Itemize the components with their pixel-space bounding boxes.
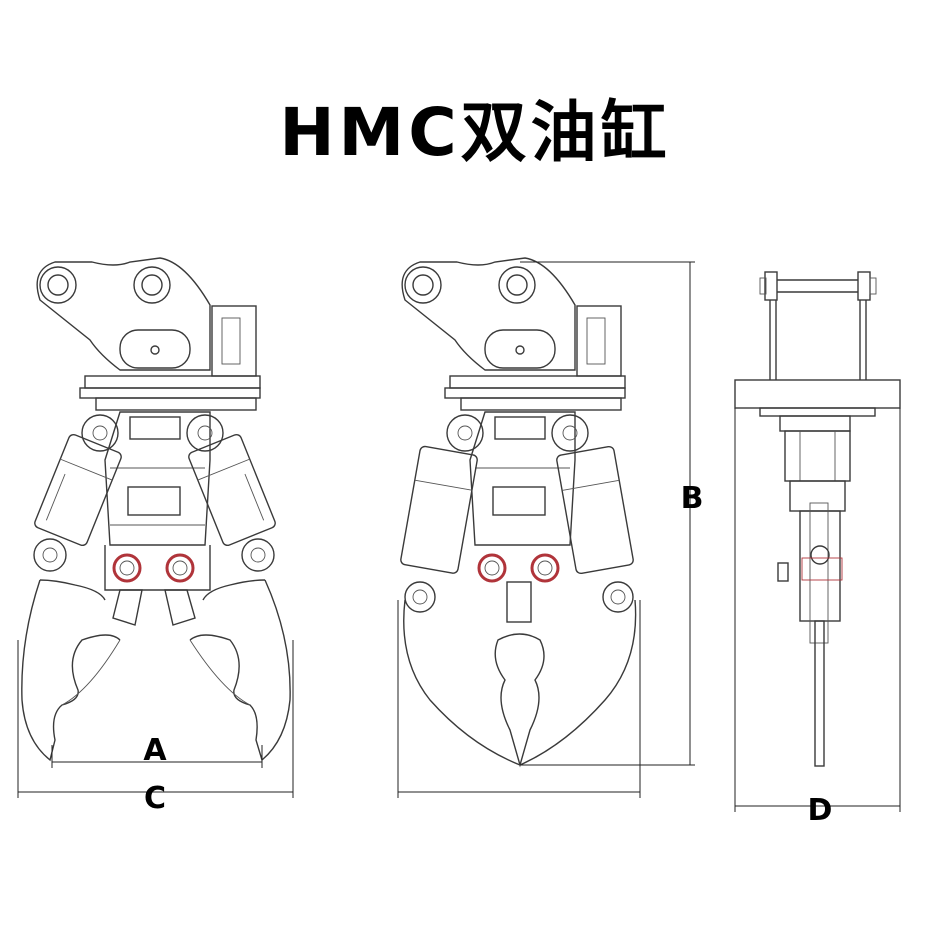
dimension-label-a: A (143, 733, 167, 768)
dimension-label-b: B (681, 481, 704, 516)
dimension-label-c: C (144, 781, 166, 816)
front-view-closed (400, 257, 637, 768)
front-view-open (21, 257, 291, 762)
dimension-label-d: D (808, 793, 833, 828)
side-view (734, 271, 901, 767)
page-title: HMC双油缸 (279, 94, 671, 171)
dimension-lines (17, 261, 901, 812)
